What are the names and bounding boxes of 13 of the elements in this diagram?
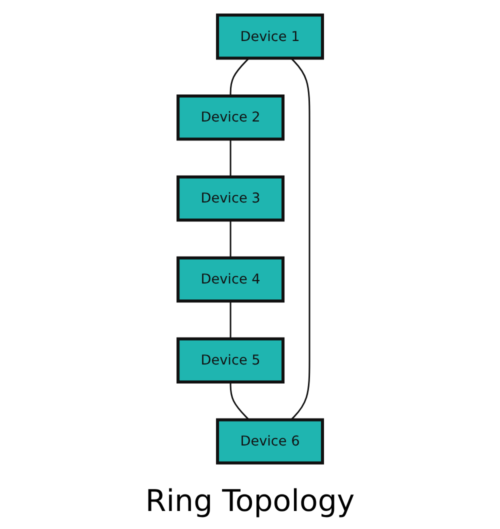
node-box: Device 4 [176, 256, 284, 303]
connector [230, 382, 250, 420]
node-box: Device 6 [216, 418, 324, 464]
connector [290, 58, 310, 420]
connector [230, 139, 231, 177]
node-box: Device 3 [176, 175, 284, 222]
node-box: Device 2 [176, 94, 284, 141]
diagram-title: Ring Topology [145, 484, 355, 519]
connector [230, 58, 250, 96]
node-box: Device 1 [216, 14, 324, 60]
connector [230, 301, 231, 339]
connector [230, 220, 231, 258]
node-box: Device 5 [176, 337, 284, 384]
